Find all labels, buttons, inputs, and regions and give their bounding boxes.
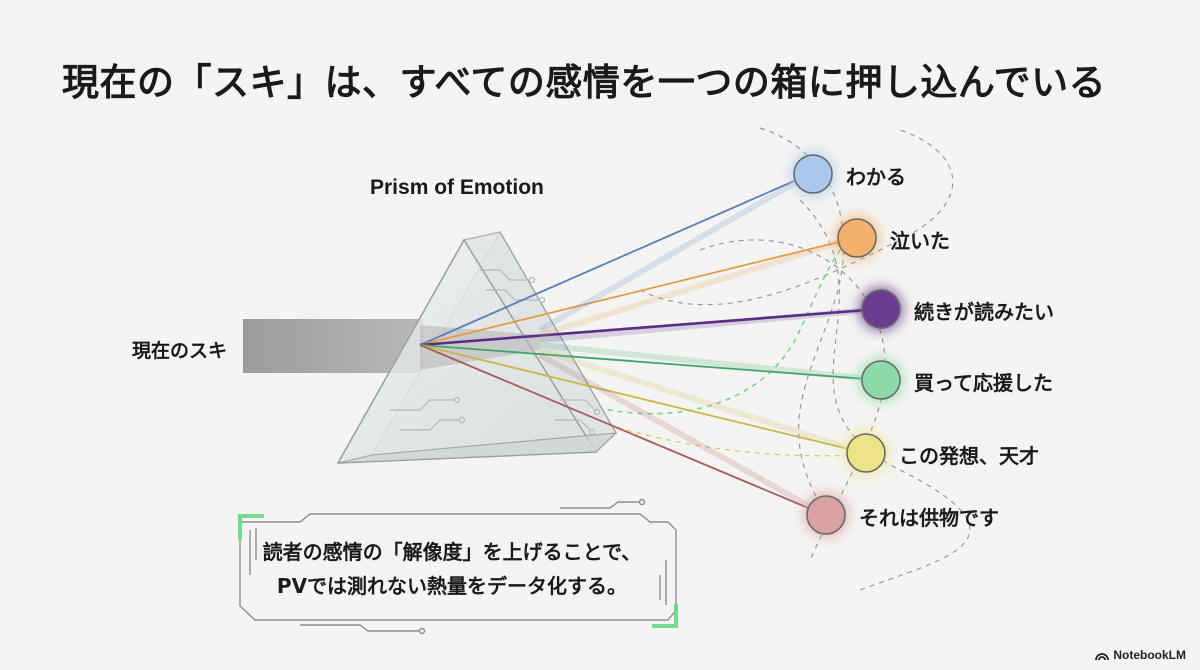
prism-title: Prism of Emotion: [370, 176, 544, 199]
circuit-traces: [390, 269, 601, 436]
emotion-label: 泣いた: [890, 229, 950, 253]
emotion-label: それは供物です: [859, 506, 999, 530]
input-beam: [243, 319, 423, 373]
emotion-label: この発想、天才: [899, 444, 1039, 468]
message-frame: [239, 498, 677, 635]
message-line-2: PVでは測れない熱量をデータ化する。: [276, 574, 628, 598]
ray-glow: [538, 171, 881, 518]
brand-label: NotebookLM: [1113, 648, 1186, 662]
emotion-nodes: [791, 152, 903, 537]
message-line-1: 読者の感情の「解像度」を上げることで、: [262, 540, 642, 564]
emotion-label: 買って応援した: [914, 371, 1053, 395]
emotion-node: [861, 360, 901, 400]
emotion-label: わかる: [846, 165, 906, 189]
emotion-node: [846, 433, 886, 473]
page-title: 現在の「スキ」は、すべての感情を一つの箱に押し込んでいる: [62, 61, 1107, 104]
notebooklm-logo-icon: [1095, 652, 1110, 660]
input-label: 現在のスキ: [132, 340, 228, 362]
message-frame-accents: [238, 514, 678, 628]
emotion-label: 続きが読みたい: [914, 300, 1054, 324]
inner-beam: [420, 325, 540, 370]
prism-base: [337, 432, 618, 464]
yellow-dashed-curve: [559, 409, 861, 457]
color-rays: [419, 173, 881, 516]
emotion-node: [806, 495, 846, 535]
message-box: 読者の感情の「解像度」を上げることで、 PVでは測れない熱量をデータ化する。: [262, 535, 642, 603]
brand-footer: NotebookLM: [1095, 648, 1186, 662]
emotion-node: [837, 218, 877, 258]
emotion-node: [861, 289, 901, 329]
green-dashed-curve: [559, 229, 861, 415]
emotion-node: [793, 154, 833, 194]
